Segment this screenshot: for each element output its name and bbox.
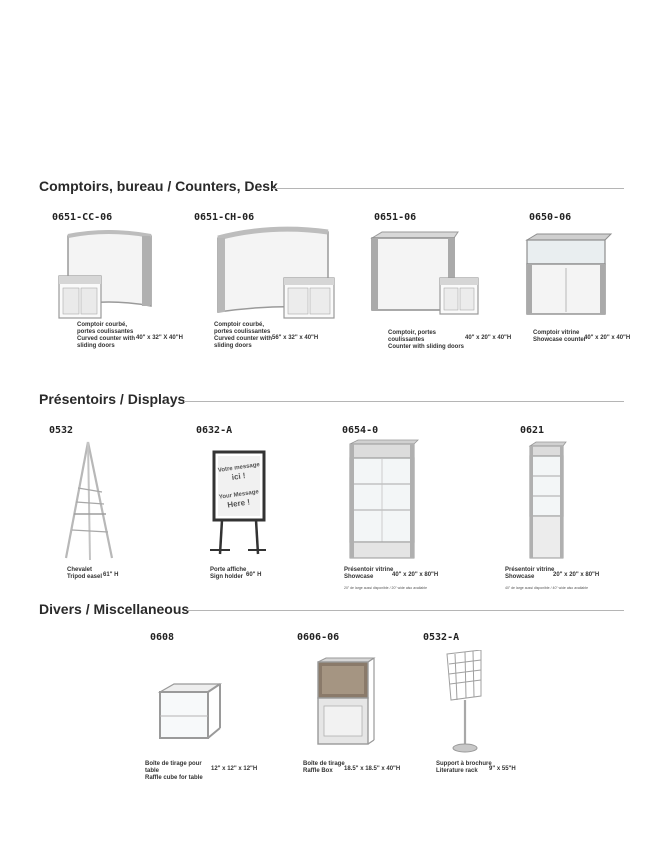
section-divider xyxy=(187,610,624,611)
product-name-en: Raffle cube for table xyxy=(145,775,203,781)
product-description: Boîte de tirage Raffle Box xyxy=(303,761,363,775)
literature-rack-icon xyxy=(441,650,487,756)
showcase-counter-icon xyxy=(523,232,613,322)
sign-holder-icon: Votre message ici ! Your Message Here ! xyxy=(208,450,268,558)
product-code: 0654-0 xyxy=(342,425,379,436)
raffle-box-icon xyxy=(316,656,376,748)
section-title-displays: Présentoirs / Displays xyxy=(39,391,186,407)
product-name-en: Tripod easel xyxy=(67,574,103,580)
sign-text: Votre message xyxy=(218,462,261,474)
product-name-fr: Comptoir, portes coulissantes xyxy=(388,330,437,343)
product-name-en: Showcase xyxy=(505,574,535,580)
product-description: Présentoir vitrine Showcase xyxy=(505,567,565,581)
section-title-miscellaneous: Divers / Miscellaneous xyxy=(39,601,190,617)
showcase-icon xyxy=(346,438,422,562)
product-description: Chevalet Tripod easel xyxy=(67,567,127,581)
product-dimensions: 61" H xyxy=(103,572,119,578)
product-name-fr: Porte affiche xyxy=(210,567,247,573)
product-name-en: Showcase counter xyxy=(533,337,587,343)
product-name-fr: Présentoir vitrine xyxy=(505,567,555,573)
product-name-en: Curved counter with sliding doors xyxy=(77,336,136,349)
sign-text: Your Message xyxy=(219,489,260,501)
product-name-en: Curved counter with sliding doors xyxy=(214,336,273,349)
product-dimensions: 40" x 32" X 40"H xyxy=(136,335,183,341)
product-dimensions: 18.5" x 18.5" x 40"H xyxy=(344,766,401,772)
availability-note: 40" de large aussi disponible / 40" wide… xyxy=(505,586,589,590)
product-name-fr: Support à brochure xyxy=(436,761,492,767)
sign-text: ici ! xyxy=(231,471,246,482)
tower-showcase-icon xyxy=(527,441,569,561)
product-name-fr: Comptoir courbé, portes coulissantes xyxy=(77,322,134,335)
product-name-en: Counter with sliding doors xyxy=(388,344,464,350)
section-divider xyxy=(184,401,624,402)
product-name-fr: Boîte de tirage xyxy=(303,761,345,767)
product-name-en: Showcase xyxy=(344,574,374,580)
product-description: Comptoir courbé, portes coulissantes Cur… xyxy=(214,322,274,350)
product-name-fr: Boîte de tirage pour table xyxy=(145,761,202,774)
product-code: 0532-A xyxy=(423,632,460,643)
counter-icon xyxy=(370,230,485,320)
product-dimensions: 9" x 55"H xyxy=(489,766,516,772)
product-description: Boîte de tirage pour table Raffle cube f… xyxy=(145,761,205,782)
product-name-fr: Présentoir vitrine xyxy=(344,567,394,573)
product-code: 0621 xyxy=(520,425,545,436)
section-divider xyxy=(272,188,624,189)
product-dimensions: 56" x 32" x 40"H xyxy=(272,335,319,341)
sign-text: Here ! xyxy=(227,497,251,509)
section-title-counters: Comptoirs, bureau / Counters, Desk xyxy=(39,178,278,194)
product-description: Comptoir vitrine Showcase counter xyxy=(533,330,593,344)
curved-counter-icon xyxy=(56,226,156,321)
product-description: Comptoir courbé, portes coulissantes Cur… xyxy=(77,322,137,350)
product-name-en: Raffle Box xyxy=(303,768,333,774)
product-code: 0606-06 xyxy=(297,632,340,643)
product-dimensions: 60" H xyxy=(246,572,262,578)
product-name-fr: Comptoir vitrine xyxy=(533,330,580,336)
product-code: 0608 xyxy=(150,632,175,643)
product-code: 0651-06 xyxy=(374,212,417,223)
product-description: Comptoir, portes coulissantes Counter wi… xyxy=(388,330,468,351)
product-name-fr: Comptoir courbé, portes coulissantes xyxy=(214,322,271,335)
product-code: 0532 xyxy=(49,425,74,436)
product-name-fr: Chevalet xyxy=(67,567,93,573)
product-dimensions: 40" x 20" x 40"H xyxy=(584,335,631,341)
product-description: Porte affiche Sign holder xyxy=(210,567,270,581)
product-name-en: Sign holder xyxy=(210,574,243,580)
product-code: 0650-06 xyxy=(529,212,572,223)
product-code: 0632-A xyxy=(196,425,233,436)
product-code: 0651-CC-06 xyxy=(52,212,113,223)
product-description: Présentoir vitrine Showcase xyxy=(344,567,404,581)
product-description: Support à brochure Literature rack xyxy=(436,761,496,775)
product-dimensions: 20" x 20" x 80"H xyxy=(553,572,600,578)
availability-note: 20" de large aussi disponible / 20" wide… xyxy=(344,586,428,590)
tripod-easel-icon xyxy=(62,440,120,565)
product-name-en: Literature rack xyxy=(436,768,478,774)
product-code: 0651-CH-06 xyxy=(194,212,255,223)
curved-wide-counter-icon xyxy=(212,222,342,322)
product-dimensions: 40" x 20" x 40"H xyxy=(465,335,512,341)
product-dimensions: 12" x 12" x 12"H xyxy=(211,766,258,772)
raffle-cube-icon xyxy=(156,682,222,742)
product-dimensions: 40" x 20" x 80"H xyxy=(392,572,439,578)
